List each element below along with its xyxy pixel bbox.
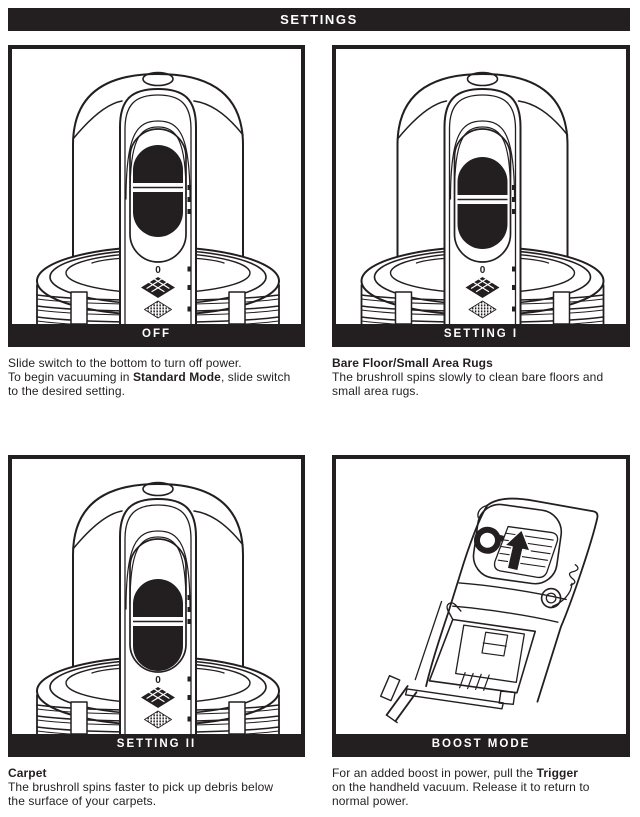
caption-line: to the desired setting. (8, 384, 126, 398)
panel-setting-2: SETTING II Carpet The brushroll spins fa… (8, 455, 305, 808)
settings-grid: OFF Slide switch to the bottom to turn o… (8, 45, 630, 808)
panel-boost-figure: BOOST MODE (332, 455, 630, 757)
panel-setting-2-figure: SETTING II (8, 455, 305, 757)
panel-label-setting-1: SETTING I (336, 324, 626, 343)
switch-slider (133, 579, 183, 671)
caption-setting-2: Carpet The brushroll spins faster to pic… (8, 766, 305, 808)
nozzle (379, 600, 443, 724)
panel-off-figure: OFF (8, 45, 305, 347)
panel-boost: BOOST MODE For an added boost in power, … (332, 455, 630, 808)
page-title: SETTINGS (280, 12, 358, 27)
caption-line: on the handheld vacuum. Release it to re… (332, 780, 590, 794)
panel-label-setting-2: SETTING II (12, 734, 301, 753)
caption-line: For an added boost in power, pull the Tr… (332, 766, 578, 780)
caption-line: normal power. (332, 794, 409, 808)
stick-vacuum-illustration (12, 49, 301, 324)
panel-setting-1-figure: SETTING I (332, 45, 630, 347)
panel-setting-1: SETTING I Bare Floor/Small Area Rugs The… (332, 45, 630, 455)
caption-line: The brushroll spins slowly to clean bare… (332, 370, 604, 384)
caption-line: the surface of your carpets. (8, 794, 157, 808)
handheld-vacuum-drawing (379, 497, 599, 724)
panel-label-boost: BOOST MODE (336, 734, 626, 753)
caption-line: To begin vacuuming in Standard Mode, sli… (8, 370, 291, 384)
stick-vacuum-illustration (336, 49, 626, 324)
boost-arrow-icon (504, 528, 531, 572)
settings-header-bar: SETTINGS (8, 8, 630, 31)
switch-slider (133, 145, 183, 237)
panel-label-off: OFF (12, 324, 301, 343)
caption-line: small area rugs. (332, 384, 419, 398)
switch-slider (457, 157, 508, 249)
caption-line: Slide switch to the bottom to turn off p… (8, 356, 242, 370)
caption-off: Slide switch to the bottom to turn off p… (8, 356, 305, 455)
release-button (540, 582, 573, 609)
caption-setting-1: Bare Floor/Small Area Rugs The brushroll… (332, 356, 630, 455)
stick-vacuum-illustration (12, 459, 301, 734)
dust-cup (404, 602, 537, 710)
coil-detail (568, 563, 579, 586)
caption-line: Bare Floor/Small Area Rugs (332, 356, 493, 370)
caption-boost: For an added boost in power, pull the Tr… (332, 766, 630, 808)
stick-vacuum-drawing (36, 71, 280, 324)
stick-vacuum-drawing (360, 71, 605, 324)
caption-line: Carpet (8, 766, 47, 780)
handheld-vacuum-illustration (336, 459, 626, 734)
panel-off: OFF Slide switch to the bottom to turn o… (8, 45, 305, 455)
caption-line: The brushroll spins faster to pick up de… (8, 780, 274, 794)
stick-vacuum-drawing (36, 481, 280, 734)
trigger-ring-icon (473, 526, 504, 554)
